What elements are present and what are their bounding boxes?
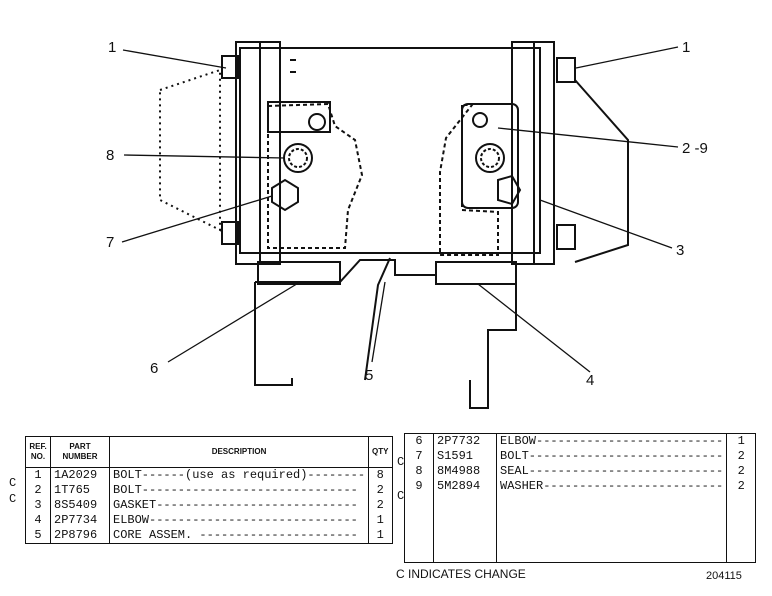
change-marker: C (397, 455, 405, 469)
leader-5 (371, 281, 386, 363)
qty-cell: 8 (376, 468, 384, 482)
qty-cell: 2 (737, 479, 745, 493)
table-row: 8 8M4988 SEAL---------------------------… (404, 464, 756, 479)
callout-7: 7 (106, 234, 114, 251)
desc-cell: SEAL--------------------------- (496, 464, 728, 479)
change-marker: C (9, 476, 17, 490)
callout-2-9: 2 -9 (682, 140, 708, 157)
table-row: 6 2P7732 ELBOW--------------------------… (404, 433, 756, 449)
change-marker: C (9, 492, 17, 506)
desc-cell: WASHER------------------------- (496, 479, 728, 494)
part-cell: 2P8796 (50, 528, 110, 544)
desc-cell: BOLT------------------------------ (109, 483, 370, 498)
callout-1-left: 1 (108, 39, 116, 56)
exploded-parts-drawing: 1 1 2 -9 8 7 3 6 5 4 (106, 39, 708, 409)
callout-1-right: 1 (682, 39, 690, 56)
table-filler-row (404, 494, 756, 563)
qty-cell: 2 (737, 449, 745, 463)
right-mount-pad (439, 104, 499, 256)
header-ref-no: REF. NO. (25, 436, 51, 468)
table-row: 7 S1591 BOLT--------------------------- … (404, 449, 756, 464)
part-cell: 8S5409 (50, 498, 110, 513)
qty-cell: 1 (737, 434, 745, 448)
left-flange-edge (259, 41, 281, 265)
elbow-left (257, 261, 341, 285)
header-qty: QTY (368, 436, 392, 468)
leader-8 (123, 154, 286, 159)
parts-table-left: REF. NO. PART NUMBER DESCRIPTION QTY 1 1… (25, 436, 393, 544)
callout-3: 3 (676, 242, 684, 259)
leader-6 (167, 281, 301, 363)
part-cell: 8M4988 (433, 464, 497, 479)
table-row: 9 5M2894 WASHER-------------------------… (404, 479, 756, 494)
leader-1-right (575, 46, 679, 69)
leader-3 (539, 199, 673, 249)
qty-cell: 2 (737, 464, 745, 478)
part-cell: 1T765 (50, 483, 110, 498)
ref-cell: 5 (25, 528, 51, 544)
desc-cell: BOLT------(use as required)-------- (109, 467, 370, 483)
part-cell: 1A2029 (50, 467, 110, 483)
table-header-row: REF. NO. PART NUMBER DESCRIPTION QTY (25, 436, 392, 468)
part-cell: 2P7734 (50, 513, 110, 528)
callout-6: 6 (150, 360, 158, 377)
ref-cell: 2 (25, 483, 51, 498)
ref-cell: 7 (404, 449, 434, 464)
leader-2-9 (497, 127, 679, 148)
right-flange-edge (533, 41, 555, 265)
leader-1-left (122, 49, 227, 69)
header-description: DESCRIPTION (109, 436, 370, 468)
table-row: 4 2P7734 ELBOW--------------------------… (25, 513, 393, 528)
desc-cell: ELBOW----------------------------- (109, 513, 370, 528)
table-row: 1 1A2029 BOLT------(use as required)----… (25, 467, 393, 483)
header-part-number: PART NUMBER (50, 436, 110, 468)
qty-cell: 1 (376, 528, 384, 542)
leader-4 (477, 283, 591, 373)
bolt-bottom-left (221, 221, 239, 245)
callout-8: 8 (106, 147, 114, 164)
elbow-right (435, 261, 517, 285)
ref-cell: 9 (404, 479, 434, 494)
left-mount-pad (267, 102, 364, 249)
ref-cell: 1 (25, 467, 51, 483)
bolt-bottom-right (556, 224, 576, 250)
parts-table-right: 6 2P7732 ELBOW--------------------------… (404, 433, 757, 563)
part-cell: 5M2894 (433, 479, 497, 494)
drawing-number: 204115 (706, 570, 742, 582)
ref-cell: 6 (404, 433, 434, 449)
desc-cell: BOLT--------------------------- (496, 449, 728, 464)
desc-cell: CORE ASSEM. ---------------------- (109, 528, 370, 544)
qty-cell: 1 (376, 513, 384, 527)
table-row: 5 2P8796 CORE ASSEM. -------------------… (25, 528, 393, 544)
part-cell: 2P7732 (433, 433, 497, 449)
right-flange (511, 41, 535, 265)
desc-cell: ELBOW-------------------------- (496, 433, 728, 449)
ref-cell: 3 (25, 498, 51, 513)
change-legend: C INDICATES CHANGE (396, 567, 526, 581)
callout-4: 4 (586, 372, 594, 389)
qty-cell: 2 (376, 483, 384, 497)
change-marker: C (397, 489, 405, 503)
base-housing (254, 259, 517, 409)
leader-7 (121, 195, 273, 243)
desc-cell: GASKET---------------------------- (109, 498, 370, 513)
table-row: 2 1T765 BOLT----------------------------… (25, 483, 393, 498)
right-port-circle (475, 143, 505, 173)
qty-cell: 2 (376, 498, 384, 512)
table-row: 3 8S5409 GASKET-------------------------… (25, 498, 393, 513)
bolt-top-right (556, 57, 576, 83)
callout-5: 5 (365, 367, 373, 384)
part-cell: S1591 (433, 449, 497, 464)
ref-cell: 4 (25, 513, 51, 528)
ref-cell: 8 (404, 464, 434, 479)
core-body (239, 47, 541, 254)
